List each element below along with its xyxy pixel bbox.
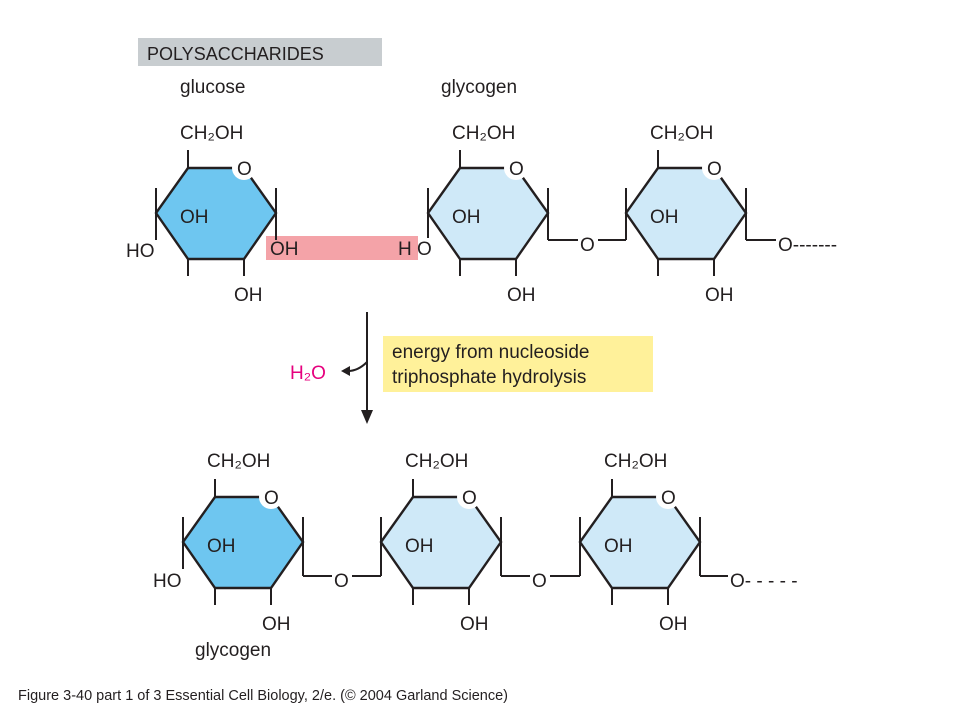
ch2oh-label: CH₂OH — [650, 123, 713, 144]
oh-label: OH — [180, 207, 209, 228]
glycogen-ring: CH₂OH O OH OH O------- — [598, 123, 837, 306]
glycosidic-oxygen-label: O — [334, 571, 349, 592]
glycosidic-oxygen-label: O — [580, 235, 595, 256]
oh-label: OH — [604, 536, 633, 557]
ring-oxygen-label: O — [462, 488, 477, 509]
ho-label: HO — [153, 571, 182, 592]
condensation-highlight — [266, 236, 418, 260]
reaction-arrow — [341, 312, 373, 424]
glycogen-label-top: glycogen — [441, 77, 517, 98]
ch2oh-label: CH₂OH — [207, 451, 270, 472]
energy-line-2: triphosphate hydrolysis — [392, 367, 586, 388]
glucose-residue-ring: CH₂OH O OH HO OH O — [153, 451, 349, 635]
ring-oxygen-label: O — [237, 159, 252, 180]
glycogen-label-bottom: glycogen — [195, 640, 271, 661]
oh-label: OH — [650, 207, 679, 228]
water-label: H₂O — [290, 363, 326, 384]
title-box — [138, 38, 382, 66]
glycogen-ring: CH₂OH O OH OH O — [352, 451, 547, 635]
ring-oxygen-label: O — [661, 488, 676, 509]
energy-box — [383, 336, 653, 392]
glucose-ring: CH₂OH O OH HO OH OH — [126, 123, 299, 306]
ch2oh-label: CH₂OH — [405, 451, 468, 472]
oh-label: OH — [460, 614, 489, 635]
oh-label: OH — [405, 536, 434, 557]
ch2oh-label: CH₂OH — [604, 451, 667, 472]
ring-oxygen-label: O — [707, 159, 722, 180]
ch2oh-label: CH₂OH — [452, 123, 515, 144]
oh-label: OH — [705, 285, 734, 306]
energy-line-1: energy from nucleoside — [392, 342, 590, 363]
figure-caption: Figure 3-40 part 1 of 3 Essential Cell B… — [18, 688, 508, 704]
chain-tail-top: O------- — [778, 235, 837, 256]
ring-oxygen-label: O — [509, 159, 524, 180]
h-highlight-label: H — [398, 239, 412, 260]
oh-label: OH — [234, 285, 263, 306]
oh-label: OH — [262, 614, 291, 635]
chain-tail-bottom: O- - - - - — [730, 571, 798, 592]
oh-label: OH — [452, 207, 481, 228]
oh-highlight-label: OH — [270, 239, 299, 260]
glycogen-ring: CH₂OH O OH OH H O O — [398, 123, 595, 306]
oh-label: OH — [507, 285, 536, 306]
glucose-label: glucose — [180, 77, 246, 98]
ring-oxygen-label: O — [417, 239, 432, 260]
ho-label: HO — [126, 241, 155, 262]
oh-label: OH — [207, 536, 236, 557]
ring-oxygen-label: O — [264, 488, 279, 509]
glycogen-ring: CH₂OH O OH OH O- - - - - — [550, 451, 798, 635]
glycosidic-oxygen-label: O — [532, 571, 547, 592]
diagram-title: POLYSACCHARIDES — [147, 44, 324, 64]
oh-label: OH — [659, 614, 688, 635]
ch2oh-label: CH₂OH — [180, 123, 243, 144]
